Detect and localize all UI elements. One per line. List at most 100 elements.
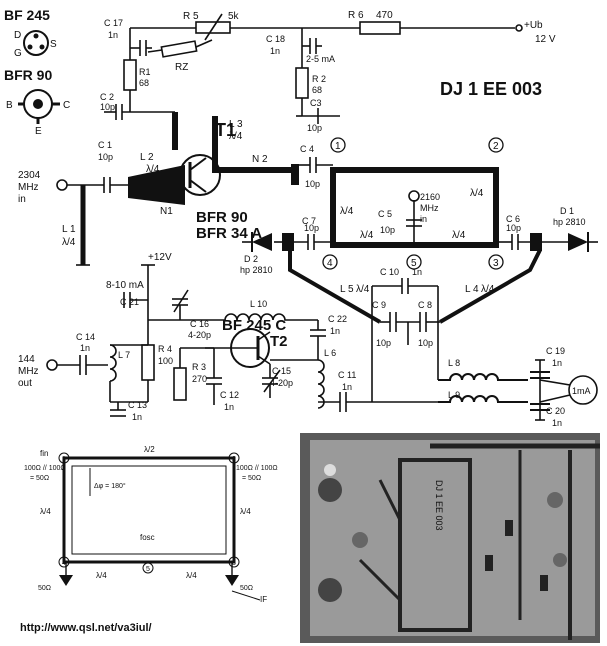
c8-label: C 8 (418, 300, 432, 310)
c2-label: C 2 (100, 92, 114, 102)
r6-value: 470 (376, 10, 393, 21)
inset-q-bottom-left: λ/4 (96, 571, 107, 580)
n1-stripline (128, 165, 185, 205)
r4-label: R 4 (158, 344, 172, 354)
c21-label: C 21 (120, 297, 139, 307)
r2-label: R 2 (312, 74, 326, 84)
c13-value: 1n (132, 412, 142, 422)
l6-label: L 6 (324, 348, 336, 358)
input-word: in (18, 194, 26, 205)
pin-e: E (35, 126, 42, 137)
l3-value: λ/4 (229, 131, 243, 142)
inset-z1b: = 50Ω (30, 475, 49, 482)
l8-label: L 8 (448, 358, 460, 368)
ring-left-q: λ/4 (340, 206, 354, 217)
rz-label: RZ (175, 62, 188, 73)
inset-fosc: fosc (140, 533, 155, 542)
c15-label: C 15 (272, 366, 291, 376)
c17-label: C 17 (104, 18, 123, 28)
pin-c: C (63, 100, 70, 111)
port-1: 1 (335, 141, 341, 152)
bf245c-part: BF 245 C (222, 317, 286, 334)
inset-diode-left (59, 575, 73, 586)
r3-label: R 3 (192, 362, 206, 372)
bf245-label: BF 245 (4, 7, 50, 23)
bf245-pinout: BF 245 D S G (4, 7, 57, 59)
inset-phase: Δφ = 180° (94, 482, 126, 490)
l4-label: L 4 (465, 284, 479, 295)
port-3: 3 (493, 258, 499, 269)
c1-value: 10p (98, 152, 113, 162)
l3-label: L 3 (229, 119, 243, 130)
c13-label: C 13 (128, 400, 147, 410)
c8-value: 10p (418, 338, 433, 348)
l10-label: L 10 (250, 299, 267, 309)
c15-value: 4-20p (270, 378, 293, 388)
ring-hybrid (242, 157, 598, 252)
d2-pad (282, 233, 294, 251)
r1-value: 68 (139, 78, 149, 88)
d1-label: D 1 (560, 206, 574, 216)
d1-pad (530, 233, 542, 251)
c4-value: 10p (305, 179, 320, 189)
plus12-label: +12V (148, 252, 172, 263)
c22-label: C 22 (328, 314, 347, 324)
pin-b: B (6, 100, 13, 111)
t1-stage (56, 104, 340, 266)
pin-s: S (50, 39, 57, 50)
d2-value: hp 2810 (240, 265, 273, 275)
l9-label: L 9 (448, 390, 460, 400)
ring-ports (322, 137, 504, 270)
lo-word: in (420, 214, 427, 224)
n1-label: N1 (160, 206, 173, 217)
c11-value: 1n (342, 382, 352, 392)
l4-value: λ/4 (481, 284, 495, 295)
if-section (288, 249, 598, 421)
bfr90-label: BFR 90 (4, 67, 52, 83)
c6-label: C 6 (506, 214, 520, 224)
port-4: 4 (327, 258, 333, 269)
c10-value: 1n (412, 267, 422, 277)
l5-value: λ/4 (356, 284, 370, 295)
inset-port-3: 3 (232, 560, 236, 567)
t1-current: 2-5 mA (306, 54, 335, 64)
output-word: out (18, 378, 32, 389)
c3-value: 10p (307, 123, 322, 133)
c7-value: 10p (304, 223, 319, 233)
r5-label: R 5 (183, 11, 199, 22)
c17-value: 1n (108, 30, 118, 40)
lo-unit: MHz (420, 203, 439, 213)
supply-rail (123, 13, 523, 116)
n2-label: N 2 (252, 154, 268, 165)
inset-diode-right (225, 575, 239, 586)
source-url[interactable]: http://www.qsl.net/va3iul/ (20, 622, 152, 634)
inset-q-left: λ/4 (40, 507, 51, 516)
c22-value: 1n (330, 326, 340, 336)
bfr90-part: BFR 90 (196, 209, 248, 226)
inset-q-right: λ/4 (240, 507, 251, 516)
inset-port-2: 2 (232, 456, 236, 463)
input-unit: MHz (18, 182, 39, 193)
c16-label: C 16 (190, 319, 209, 329)
inset-port-5: 5 (146, 566, 150, 573)
c14-value: 1n (80, 343, 90, 353)
inset-50b: 50Ω (240, 585, 253, 592)
inset-50a: 50Ω (38, 585, 51, 592)
r1-label: R1 (139, 67, 151, 77)
pcb-title: DJ 1 EE 003 (434, 480, 444, 531)
inset-z2a: 100Ω // 100Ω (236, 465, 278, 472)
c5-label: C 5 (378, 209, 392, 219)
c14-label: C 14 (76, 332, 95, 342)
d2-label: D 2 (244, 254, 258, 264)
c1-label: C 1 (98, 140, 112, 150)
c18-value: 1n (270, 46, 280, 56)
l5-label: L 5 (340, 284, 354, 295)
pin-d: D (14, 30, 21, 41)
c16-value: 4-20p (188, 330, 211, 340)
ring-bottom-right-q: λ/4 (452, 230, 466, 241)
lo-freq: 2160 (420, 192, 440, 202)
inset-fin: fin (40, 449, 48, 458)
l2-label: L 2 (140, 152, 154, 163)
ub-label: +Ub (524, 20, 543, 31)
